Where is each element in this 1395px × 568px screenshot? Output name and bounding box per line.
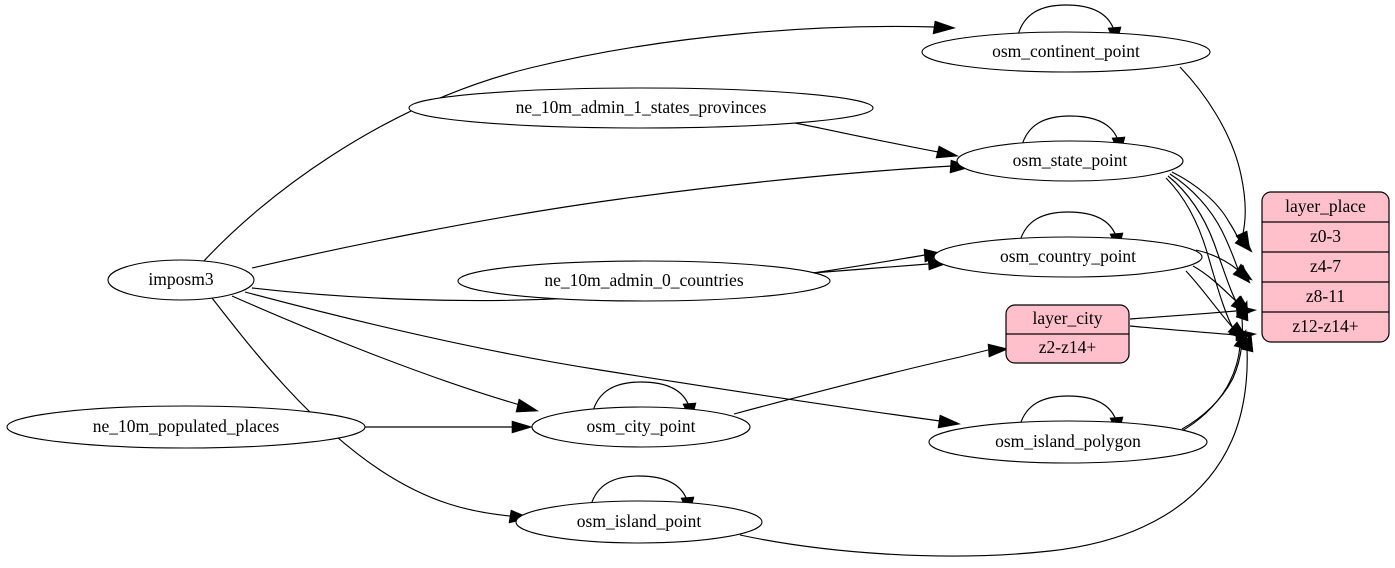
- edge-ne_10m_populated_places-to-osm_city_point: [365, 420, 534, 434]
- record-layer_city[interactable]: layer_city z2-z14+: [1005, 304, 1130, 364]
- record-row-layer_place-z8-11[interactable]: z8-11: [1306, 286, 1345, 306]
- node-osm_island_polygon[interactable]: osm_island_polygon: [928, 420, 1208, 464]
- record-header-layer_place: layer_place: [1285, 196, 1366, 216]
- record-row-layer_place-z12-z14plus[interactable]: z12-z14+: [1292, 316, 1358, 336]
- record-layer_place[interactable]: layer_place z0-3 z4-7 z8-11 z12-z14+: [1261, 191, 1390, 343]
- node-label-osm_city_point: osm_city_point: [587, 416, 696, 436]
- node-layer: imposm3 ne_10m_admin_1_states_provinces …: [6, 31, 1211, 544]
- edge-osm_city_point-to-layer_city-z2-z14plus: [733, 343, 1009, 415]
- edge-osm_island_point-to-layer_place-z12-z14plus: [739, 332, 1254, 557]
- edge-imposm3-to-osm_continent_point: [202, 20, 957, 263]
- node-osm_city_point[interactable]: osm_city_point: [531, 406, 751, 448]
- node-osm_state_point[interactable]: osm_state_point: [956, 140, 1184, 182]
- record-layer: layer_place z0-3 z4-7 z8-11 z12-z14+ lay…: [1005, 191, 1390, 364]
- edge-layer_city-to-layer_place-z8-11: [1129, 304, 1258, 320]
- edge-osm_country_point-to-layer_place-z4-7: [1195, 249, 1253, 281]
- edge-osm_state_point-to-layer_place-z0-3: [1171, 171, 1253, 253]
- node-osm_country_point[interactable]: osm_country_point: [933, 236, 1203, 278]
- record-row-layer_place-z0-3[interactable]: z0-3: [1310, 226, 1341, 246]
- node-ne_10m_populated_places[interactable]: ne_10m_populated_places: [6, 405, 366, 449]
- node-label-osm_island_polygon: osm_island_polygon: [995, 431, 1141, 451]
- record-row-layer_city-z2-z14plus[interactable]: z2-z14+: [1039, 337, 1097, 357]
- edge-imposm3-to-osm_state_point: [251, 159, 972, 269]
- node-label-osm_state_point: osm_state_point: [1013, 150, 1128, 170]
- edge-imposm3-to-osm_city_point: [231, 295, 539, 413]
- node-osm_island_point[interactable]: osm_island_point: [515, 500, 763, 544]
- node-ne_10m_admin_1_states_provinces[interactable]: ne_10m_admin_1_states_provinces: [408, 87, 874, 129]
- node-label-osm_continent_point: osm_continent_point: [992, 41, 1140, 61]
- edge-layer: [202, 4, 1258, 557]
- node-imposm3[interactable]: imposm3: [107, 259, 255, 301]
- edge-osm_island_polygon-to-layer_place-z8-11: [1181, 300, 1249, 430]
- node-label-ne_10m_admin_0_countries: ne_10m_admin_0_countries: [544, 270, 743, 290]
- node-ne_10m_admin_0_countries[interactable]: ne_10m_admin_0_countries: [457, 260, 831, 302]
- node-label-ne_10m_admin_1_states_provinces: ne_10m_admin_1_states_provinces: [516, 97, 767, 117]
- edge-ne_10m_admin_1_states_provinces-to-osm_state_point: [794, 122, 960, 159]
- record-header-layer_city: layer_city: [1033, 308, 1103, 328]
- node-label-imposm3: imposm3: [148, 269, 213, 289]
- record-row-layer_place-z4-7[interactable]: z4-7: [1310, 256, 1341, 276]
- edge-osm_island_polygon-to-layer_place-z12-z14plus: [1179, 329, 1247, 433]
- edge-layer_city-to-layer_place-z12-z14plus: [1129, 325, 1258, 342]
- node-osm_continent_point[interactable]: osm_continent_point: [921, 31, 1211, 73]
- node-label-osm_country_point: osm_country_point: [1000, 246, 1136, 266]
- edge-osm_continent_point-to-layer_place-z0-3: [1179, 66, 1251, 252]
- node-label-ne_10m_populated_places: ne_10m_populated_places: [93, 416, 280, 436]
- edge-imposm3-to-osm_island_polygon: [244, 291, 962, 429]
- node-label-osm_island_point: osm_island_point: [577, 511, 702, 531]
